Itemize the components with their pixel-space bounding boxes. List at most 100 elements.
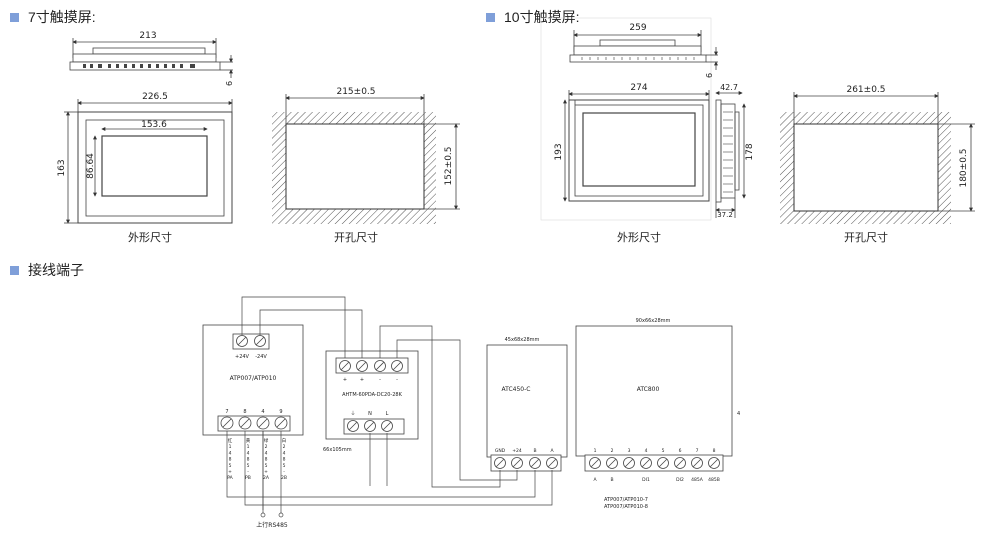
io-term-number: 4	[645, 448, 648, 454]
d10-top-view	[540, 17, 718, 221]
wires	[226, 296, 553, 518]
hmi-power-label-1: +24V	[235, 354, 250, 360]
d10-outer-width-label: 274	[630, 83, 647, 93]
io-name: ATC800	[637, 386, 660, 393]
psu-top-label-2: +	[360, 377, 364, 383]
converter-term-gnd: GND	[495, 448, 506, 454]
io-terminal-screw	[606, 457, 618, 469]
io-term-labels: 1 2 3 4 5 6 7 8A B DI1 DI2 485A 485B	[593, 448, 719, 483]
d7-inner-width-label: 153.6	[141, 120, 167, 130]
d10-side-view	[715, 91, 746, 218]
io-term-sublabel: 485B	[708, 477, 720, 483]
psu-bottom-label-3: L	[386, 411, 389, 417]
psu-bottom-label-1: ⏚	[350, 410, 355, 417]
io-note-1: ATP007/ATP010-7	[604, 497, 648, 503]
hmi-block	[202, 324, 304, 436]
io-terminal-screw	[640, 457, 652, 469]
psu-bottom-label-2: N	[368, 411, 372, 417]
io-terminal-screw	[708, 457, 720, 469]
section-7inch-title: 7寸触摸屏:	[28, 9, 96, 25]
section-wiring-title: 接线端子	[28, 262, 84, 278]
converter-term-a: A	[550, 448, 554, 454]
psu-top-label-1: +	[343, 377, 347, 383]
d10-side-bottom-label: 37.2	[717, 211, 733, 219]
io-term-sublabel: DI1	[642, 477, 650, 483]
io-note-2: ATP007/ATP010-8	[604, 504, 648, 510]
d10-cutout-height-label: 180±0.5	[959, 148, 969, 187]
d7-cutout-width-label: 215±0.5	[336, 87, 375, 97]
io-terminal-screw	[674, 457, 686, 469]
d7-cutout-height-label: 152±0.5	[444, 146, 454, 185]
d10-cutout-caption: 开孔尺寸	[844, 230, 888, 244]
io-term-sublabel: 485A	[691, 477, 704, 483]
converter-size: 45x68x28mm	[505, 337, 540, 343]
d10-depth-label: 6	[705, 73, 714, 78]
hmi-term-4: 4	[261, 409, 264, 415]
converter-term-b: B	[533, 448, 536, 454]
section-10inch-title: 10寸触摸屏:	[504, 9, 580, 25]
psu-top-label-3: -	[379, 377, 381, 383]
io-term-sublabel: B	[610, 477, 613, 483]
io-term-sublabel: DI2	[676, 477, 684, 483]
io-module-block	[575, 325, 733, 472]
hmi-name: ATP007/ATP010	[230, 375, 277, 382]
hmi-term-9: 9	[279, 409, 282, 415]
io-term-number: 6	[679, 448, 682, 454]
io-term-number: 3	[628, 448, 631, 454]
hmi-term-7: 7	[225, 409, 228, 415]
d10-cutout-width-label: 261±0.5	[846, 85, 885, 95]
psu-top-label-4: -	[396, 377, 398, 383]
section-7inch: 7寸触摸屏:	[10, 7, 96, 27]
section-wiring: 接线端子	[10, 260, 84, 280]
d7-inner-height-label: 86.64	[86, 153, 96, 179]
psu-name: AHTM-60PDA-DC20-28K	[342, 392, 402, 398]
d7-cutout-caption: 开孔尺寸	[334, 230, 378, 244]
d7-outer-height-label: 163	[57, 159, 67, 176]
d10-side-height-label: 178	[745, 143, 755, 160]
section-bullet-icon	[10, 12, 19, 22]
psu-block	[325, 350, 419, 440]
d7-top-width-label: 213	[139, 31, 156, 41]
d10-top-width-label: 259	[629, 23, 646, 33]
section-10inch: 10寸触摸屏:	[486, 7, 579, 27]
d7-cutout	[272, 94, 460, 224]
d7-outline-caption: 外形尺寸	[128, 230, 172, 244]
d7-front-view	[64, 99, 233, 224]
d10-front-view	[563, 90, 710, 202]
io-term-number: 8	[713, 448, 716, 454]
io-term-number: 1	[594, 448, 597, 454]
io-terminal-screw	[691, 457, 703, 469]
io-term-number: 5	[662, 448, 665, 454]
io-terminal-screw	[623, 457, 635, 469]
psu-size: 66x105mm	[323, 447, 352, 453]
d10-outer-height-label: 193	[554, 143, 564, 160]
hmi-power-label-2: -24V	[255, 354, 267, 360]
section-bullet-icon	[486, 12, 495, 22]
d7-outer-width-label: 226.5	[142, 92, 168, 102]
upper-rs485-label: 上行RS485	[256, 521, 288, 529]
d10-side-depth-label: 42.7	[720, 83, 738, 92]
io-term-sublabel: A	[593, 477, 597, 483]
io-mark: 4	[737, 411, 740, 417]
hmi-term-8: 8	[243, 409, 246, 415]
converter-term-24: +24	[512, 448, 522, 454]
section-bullet-icon	[10, 265, 19, 275]
d7-depth-label: 6	[225, 81, 234, 86]
converter-block	[486, 344, 568, 472]
io-size: 90x66x28mm	[636, 318, 671, 324]
io-term-number: 2	[611, 448, 614, 454]
d10-cutout	[780, 92, 975, 224]
io-terminal-screw	[589, 457, 601, 469]
d7-top-view	[69, 38, 233, 78]
converter-name: ATC450-C	[502, 386, 531, 393]
d10-outline-caption: 外形尺寸	[617, 230, 661, 244]
io-terminal-screw	[657, 457, 669, 469]
io-term-number: 7	[696, 448, 699, 454]
